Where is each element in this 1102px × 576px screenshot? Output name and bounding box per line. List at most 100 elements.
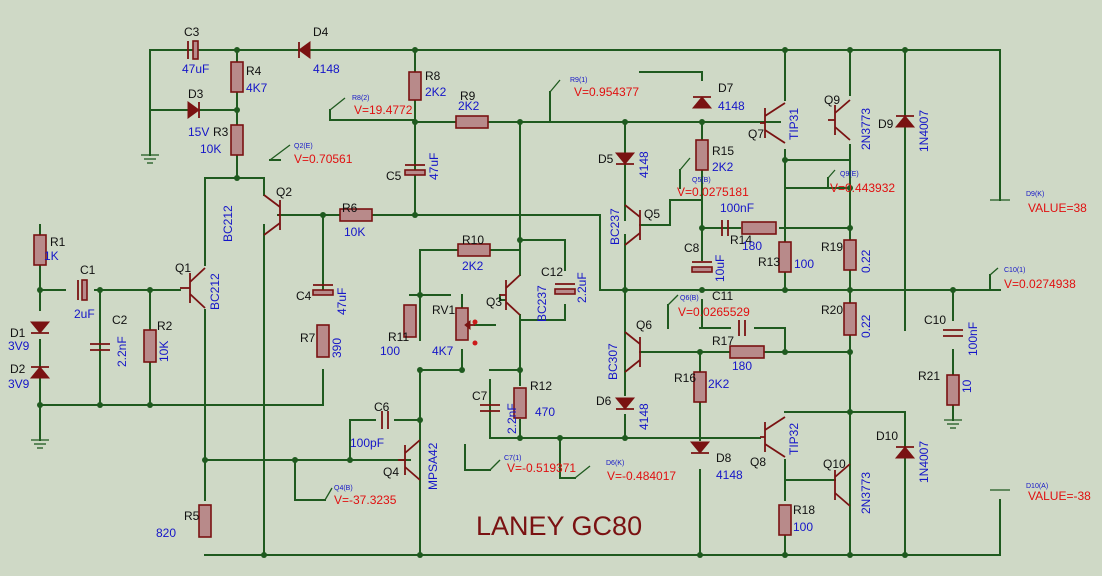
diode-icon-d6[interactable]	[614, 397, 636, 410]
value-d5: 4148	[637, 151, 651, 178]
ref-r1: R1	[50, 235, 66, 249]
resistor-icon-r8[interactable]	[408, 71, 422, 101]
transistor-icon-q7[interactable]	[760, 102, 786, 144]
resistor-icon-r3[interactable]	[230, 124, 244, 156]
ref-q9: Q9	[824, 93, 840, 107]
transistor-icon-q3[interactable]	[500, 274, 521, 316]
resistor-icon-r6[interactable]	[339, 208, 373, 222]
diode-icon-d10[interactable]	[894, 446, 916, 459]
ref-r14: R14	[730, 233, 752, 247]
resistor-icon-r21[interactable]	[946, 374, 960, 406]
capacitor-icon-c7[interactable]	[480, 404, 500, 412]
capacitor-icon-c6[interactable]	[381, 411, 389, 429]
capacitor-icon-c1[interactable]	[77, 279, 88, 301]
value-c6: 100pF	[350, 436, 384, 450]
diode-icon-d2[interactable]	[29, 366, 51, 379]
value-r2: 10K	[157, 341, 171, 362]
capacitor-icon-c10[interactable]	[943, 329, 963, 337]
resistor-icon-r9[interactable]	[455, 115, 489, 129]
resistor-icon-r13[interactable]	[778, 241, 792, 273]
value-r8: 2K2	[425, 85, 447, 99]
probe-r8: V=19.4772	[354, 103, 413, 117]
capacitor-icon-c11[interactable]	[738, 320, 746, 336]
probe-tag-q5: Q5(B)	[692, 177, 711, 184]
value-d7: 4148	[718, 99, 745, 113]
voltage-probes: R9(1) V=0.954377 R8(2) V=19.4772 Q2(E) V…	[294, 77, 1091, 507]
value-r17: 180	[732, 359, 752, 373]
diode-icon-d9[interactable]	[894, 115, 916, 128]
diode-icon-d4[interactable]	[298, 41, 311, 59]
resistor-icon-r1[interactable]	[33, 234, 47, 266]
ref-r9: R9	[460, 89, 476, 103]
resistor-icon-r12[interactable]	[513, 387, 527, 419]
value-c10: 100nF	[966, 322, 980, 356]
transistor-icon-q4[interactable]	[398, 439, 421, 481]
value-d6: 4148	[637, 403, 651, 430]
diode-icon-d5[interactable]	[614, 152, 636, 165]
value-q8: TIP32	[787, 423, 801, 455]
probe-c7: V=-0.519371	[507, 461, 576, 475]
probe-tag-d9: D9(K)	[1026, 191, 1044, 198]
capacitor-icon-c8[interactable]	[691, 261, 713, 273]
resistor-icon-r11[interactable]	[403, 304, 417, 338]
ref-r6: R6	[342, 201, 358, 215]
value-q6: BC307	[606, 343, 620, 380]
diode-icon-d8[interactable]	[689, 441, 711, 454]
resistor-icon-r10[interactable]	[457, 243, 491, 257]
resistor-icon-r18[interactable]	[778, 504, 792, 536]
transistor-icon-q6[interactable]	[624, 331, 641, 373]
ref-q10: Q10	[823, 457, 846, 471]
value-r14: 180	[742, 239, 762, 253]
transistor-icon-q1[interactable]	[180, 267, 206, 309]
value-r11: 100	[380, 344, 400, 358]
ref-c7: C7	[472, 389, 488, 403]
ref-q6: Q6	[636, 318, 652, 332]
transistor-icon-q10[interactable]	[834, 463, 851, 507]
resistor-icon-r19[interactable]	[843, 239, 857, 271]
resistor-icon-r15[interactable]	[695, 139, 709, 171]
probe-c10: V=0.0274938	[1004, 277, 1076, 291]
value-q5: BC237	[608, 208, 622, 245]
transistor-icon-q2[interactable]	[263, 194, 281, 236]
potentiometer-icon-rv1[interactable]	[455, 307, 478, 346]
resistor-icon-r14[interactable]	[741, 221, 777, 235]
ref-d6: D6	[596, 394, 612, 408]
capacitor-icon-c4[interactable]	[312, 284, 334, 296]
resistor-icon-r4[interactable]	[230, 61, 244, 93]
transistor-icon-q8[interactable]	[760, 416, 786, 458]
resistor-icon-r16[interactable]	[693, 371, 707, 403]
probe-tag-d6: D6(K)	[606, 460, 624, 467]
value-r12: 470	[535, 405, 555, 419]
probe-tag-q2: Q2(E)	[294, 143, 313, 150]
transistor-icon-q9[interactable]	[828, 99, 851, 141]
value-r18: 100	[793, 520, 813, 534]
resistor-icon-r2[interactable]	[143, 329, 157, 363]
ref-q3: Q3	[486, 295, 502, 309]
diode-icon-d1[interactable]	[29, 321, 51, 334]
ref-c12: C12	[541, 265, 563, 279]
value-r9: 2K2	[458, 99, 480, 113]
resistor-icon-r7[interactable]	[316, 324, 330, 358]
capacitor-icon-c9[interactable]	[721, 220, 729, 236]
diode-icon-d7[interactable]	[691, 96, 713, 109]
value-labels: 47uF 4K7 4148 15V 10K 2K2 2K2 4148 2K2 1…	[8, 62, 980, 540]
resistor-icon-r5[interactable]	[198, 504, 212, 538]
diode-icon-d3[interactable]	[187, 101, 200, 119]
probe-d6: V=-0.484017	[607, 469, 676, 483]
ref-d9: D9	[878, 117, 894, 131]
capacitor-icon-c5[interactable]	[404, 164, 426, 176]
value-d3: 15V	[188, 125, 209, 139]
resistor-icon-r20[interactable]	[843, 302, 857, 336]
value-rv1: 4K7	[432, 344, 454, 358]
resistor-icon-r17[interactable]	[729, 345, 765, 359]
ref-q1: Q1	[175, 261, 191, 275]
ref-q8: Q8	[750, 455, 766, 469]
ref-q4: Q4	[383, 465, 399, 479]
capacitor-icon-c2[interactable]	[90, 343, 110, 351]
capacitor-icon-c12[interactable]	[554, 283, 576, 295]
ref-c4: C4	[296, 289, 312, 303]
value-r21: 10	[960, 379, 974, 393]
probe-r9: V=0.954377	[574, 85, 639, 99]
capacitor-icon-c3[interactable]	[187, 40, 199, 60]
transistor-icon-q5[interactable]	[624, 204, 641, 246]
